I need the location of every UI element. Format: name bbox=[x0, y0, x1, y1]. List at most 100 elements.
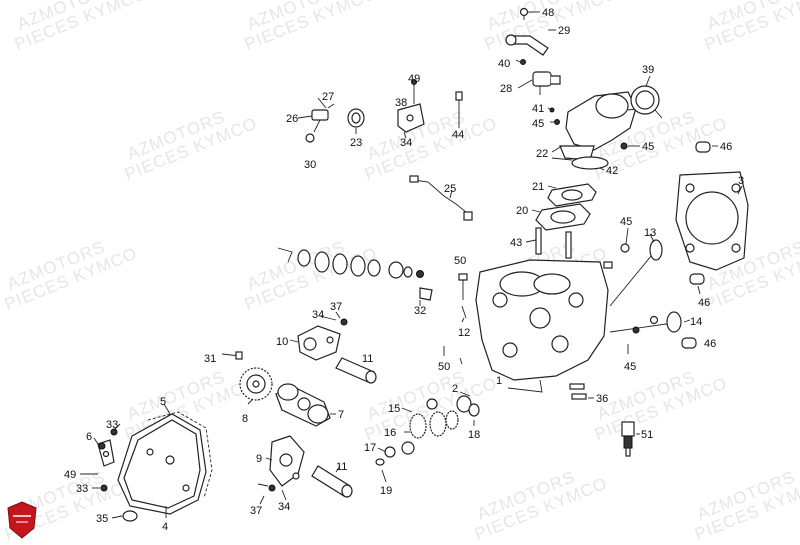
callout-label: 49 bbox=[408, 73, 420, 85]
callout-label: 8 bbox=[242, 413, 248, 425]
throttle-sensor-28-drawing bbox=[532, 71, 561, 95]
callout-label: 3 bbox=[738, 175, 744, 187]
bearing-23-drawing bbox=[347, 108, 365, 128]
valve-13-drawing bbox=[603, 239, 663, 307]
callout-label: 21 bbox=[532, 181, 544, 193]
callout-label: 45 bbox=[620, 216, 632, 228]
callout-leaders bbox=[80, 11, 743, 519]
callout-label: 17 bbox=[364, 442, 376, 454]
callout-label: 48 bbox=[542, 7, 554, 19]
spark-plug-51-drawing bbox=[621, 421, 635, 457]
valve-springs-row-drawing bbox=[277, 247, 424, 279]
rocker-shaft-11-lower-drawing bbox=[311, 465, 353, 498]
callout-label: 19 bbox=[380, 485, 392, 497]
callout-label: 41 bbox=[532, 103, 544, 115]
callout-label: 14 bbox=[690, 316, 702, 328]
callout-label: 34 bbox=[400, 137, 412, 149]
dowel-pin-46-drawing bbox=[689, 273, 705, 285]
bolt-44-drawing bbox=[455, 91, 463, 124]
callout-label: 5 bbox=[160, 396, 166, 408]
cylinder-head-1-drawing bbox=[475, 259, 609, 393]
callout-label: 33 bbox=[76, 483, 88, 495]
connector-29-drawing bbox=[505, 34, 549, 56]
sensor-wire-25-drawing bbox=[409, 175, 473, 221]
gasket-21-drawing bbox=[547, 183, 597, 207]
part-drawings bbox=[7, 7, 749, 539]
bolt-33-drawing bbox=[100, 484, 108, 492]
stud-43-drawing bbox=[535, 227, 572, 259]
callout-labels: 48 29 40 28 39 41 45 45 46 22 42 3 21 20… bbox=[64, 7, 744, 533]
head-cover-4-drawing bbox=[117, 411, 213, 515]
sensor-26-27-drawing bbox=[305, 103, 335, 143]
camshaft-7-drawing bbox=[275, 383, 331, 427]
callout-label: 16 bbox=[384, 427, 396, 439]
intake-manifold-22-drawing bbox=[559, 91, 645, 161]
callout-label: 43 bbox=[510, 237, 522, 249]
o-ring-42-drawing bbox=[571, 156, 609, 170]
callout-label: 22 bbox=[536, 148, 548, 160]
callout-label: 46 bbox=[698, 297, 710, 309]
washer-32-drawing bbox=[419, 287, 433, 301]
callout-label: 11 bbox=[362, 353, 373, 365]
callout-label: 33 bbox=[106, 419, 118, 431]
callout-label: 34 bbox=[312, 309, 324, 321]
callout-label: 29 bbox=[558, 25, 570, 37]
callout-label: 13 bbox=[644, 227, 656, 239]
head-gasket-3-drawing bbox=[675, 171, 749, 271]
insulator-20-drawing bbox=[535, 203, 591, 231]
callout-label: 20 bbox=[516, 205, 528, 217]
rocker-shaft-11-drawing bbox=[335, 357, 377, 384]
callout-label: 50 bbox=[438, 361, 450, 373]
pin-12-drawing bbox=[461, 305, 467, 319]
callout-label: 44 bbox=[452, 129, 464, 141]
bolt-49-drawing bbox=[98, 442, 106, 450]
callout-label: 50 bbox=[454, 255, 466, 267]
bolt-36-drawing bbox=[569, 383, 587, 400]
callout-label: 12 bbox=[458, 327, 470, 339]
callout-label: 28 bbox=[500, 83, 512, 95]
callout-label: 49 bbox=[64, 469, 76, 481]
bolt-33-drawing bbox=[110, 428, 118, 436]
callout-label: 7 bbox=[338, 409, 344, 421]
callout-label: 2 bbox=[452, 383, 458, 395]
callout-label: 25 bbox=[444, 183, 456, 195]
callout-label: 9 bbox=[256, 453, 262, 465]
cam-sprocket-8-drawing bbox=[239, 367, 273, 401]
callout-label: 42 bbox=[606, 165, 618, 177]
callout-label: 27 bbox=[322, 91, 334, 103]
hose-clamp-39-drawing bbox=[630, 85, 663, 119]
rocker-arm-10-drawing bbox=[297, 315, 348, 361]
callout-label: 23 bbox=[350, 137, 362, 149]
bracket-38-drawing bbox=[397, 79, 425, 133]
callout-label: 18 bbox=[468, 429, 480, 441]
callout-label: 45 bbox=[642, 141, 654, 153]
callout-label: 40 bbox=[498, 58, 510, 70]
callout-label: 37 bbox=[250, 505, 262, 517]
callout-label: 4 bbox=[162, 521, 168, 533]
callout-label: 36 bbox=[596, 393, 608, 405]
callout-label: 35 bbox=[96, 513, 108, 525]
valve-14-drawing bbox=[609, 311, 682, 334]
bolt-45-drawing bbox=[620, 142, 628, 150]
callout-label: 39 bbox=[642, 64, 654, 76]
screw-45-drawing bbox=[554, 119, 560, 125]
callout-label: 30 bbox=[304, 159, 316, 171]
callout-label: 45 bbox=[532, 118, 544, 130]
callout-label: 51 bbox=[641, 429, 653, 441]
callout-label: 6 bbox=[86, 431, 92, 443]
dowel-pin-46-drawing bbox=[695, 141, 711, 153]
seal-35-drawing bbox=[122, 510, 138, 522]
callout-label: 11 bbox=[336, 461, 347, 473]
callout-label: 34 bbox=[278, 501, 290, 513]
callout-label: 15 bbox=[388, 403, 400, 415]
callout-label: 46 bbox=[720, 141, 732, 153]
callout-label: 1 bbox=[496, 375, 502, 387]
callout-label: 46 bbox=[704, 338, 716, 350]
kymco-shield-icon bbox=[7, 501, 37, 539]
callout-label: 31 bbox=[204, 353, 216, 365]
screw-40-drawing bbox=[520, 59, 526, 65]
bolt-50-drawing bbox=[458, 273, 468, 300]
rocker-arm-9-drawing bbox=[257, 435, 305, 492]
